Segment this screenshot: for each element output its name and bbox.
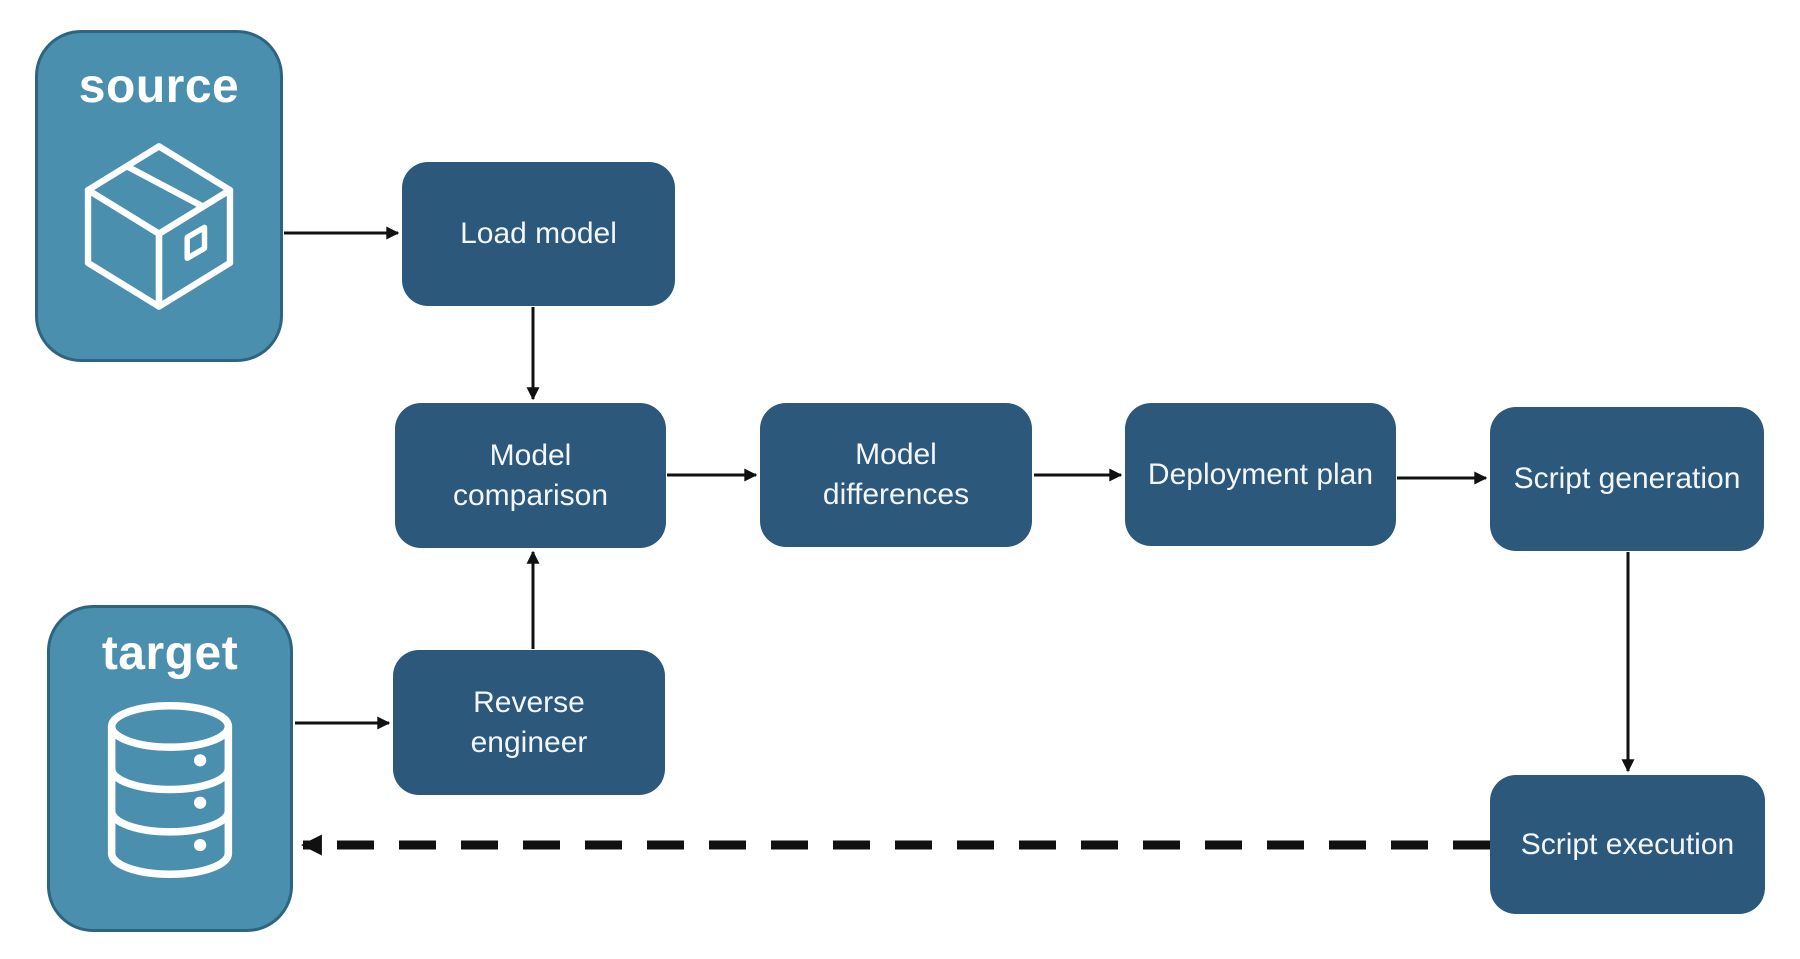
source-label: source [78, 60, 240, 113]
node-label: Deployment plan [1147, 457, 1374, 491]
target-label: target [101, 627, 239, 680]
package-icon [68, 128, 250, 319]
node-label: Model differences [822, 438, 970, 511]
node-model-differences: Model differences [760, 403, 1032, 547]
node-model-comparison: Model comparison [395, 403, 666, 548]
node-label: Script execution [1520, 827, 1735, 861]
node-label: Script generation [1513, 462, 1741, 496]
node-script-generation: Script generation [1490, 407, 1764, 551]
node-script-execution: Script execution [1490, 775, 1765, 914]
node-source: source [35, 30, 283, 362]
node-target: target [47, 605, 293, 932]
database-icon [90, 697, 250, 888]
node-label: Reverse engineer [470, 685, 588, 759]
node-reverse-engineer: Reverse engineer [393, 650, 665, 795]
node-label: Model comparison [452, 438, 609, 512]
node-load-model: Load model [402, 162, 675, 306]
node-deployment-plan: Deployment plan [1125, 403, 1396, 546]
node-label: Load model [460, 217, 617, 251]
